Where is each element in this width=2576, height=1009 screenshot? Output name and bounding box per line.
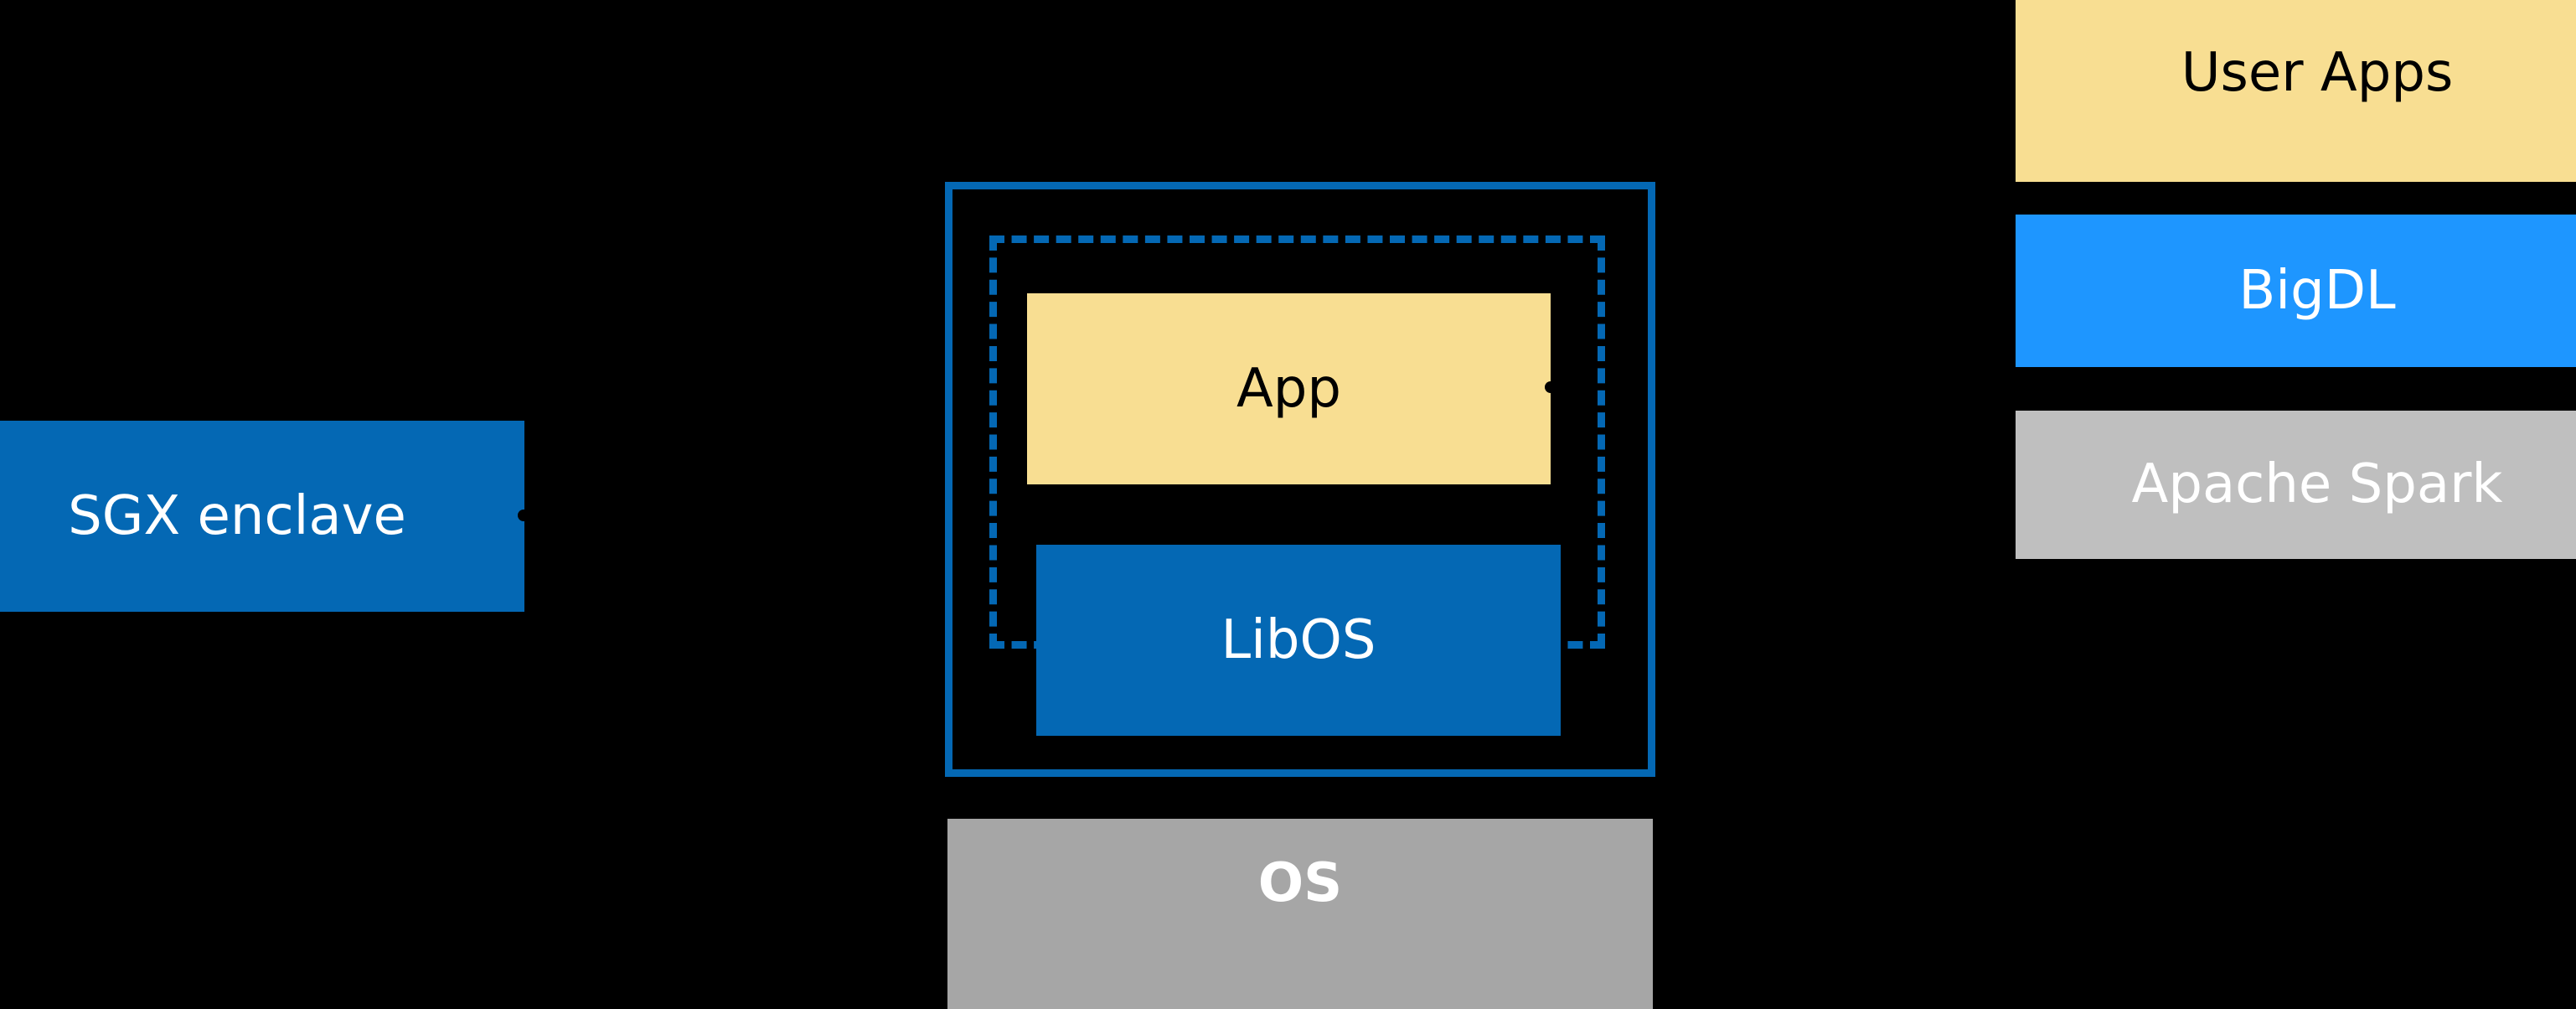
app-connector-arrowhead-icon	[1545, 381, 1556, 393]
apache-spark-box: Apache Spark	[2016, 411, 2576, 559]
bigdl-label: BigDL	[2238, 259, 2396, 322]
bigdl-box: BigDL	[2016, 215, 2576, 367]
user-apps-box: User Apps	[2016, 0, 2576, 182]
libos-label: LibOS	[1221, 608, 1376, 671]
app-box: App	[1027, 293, 1551, 484]
apache-spark-label: Apache Spark	[2131, 453, 2503, 516]
user-apps-label: User Apps	[2181, 42, 2454, 105]
libos-box: LibOS	[1036, 545, 1561, 736]
sgx-connector-arrowhead-icon	[518, 510, 529, 521]
os-label: OS	[1257, 852, 1343, 914]
sgx-enclave-label: SGX enclave	[68, 484, 406, 547]
sgx-enclave-box: SGX enclave	[0, 421, 524, 612]
app-label: App	[1236, 357, 1342, 420]
os-box: OS	[947, 819, 1653, 1009]
enclave-frame-outline	[945, 182, 1655, 777]
